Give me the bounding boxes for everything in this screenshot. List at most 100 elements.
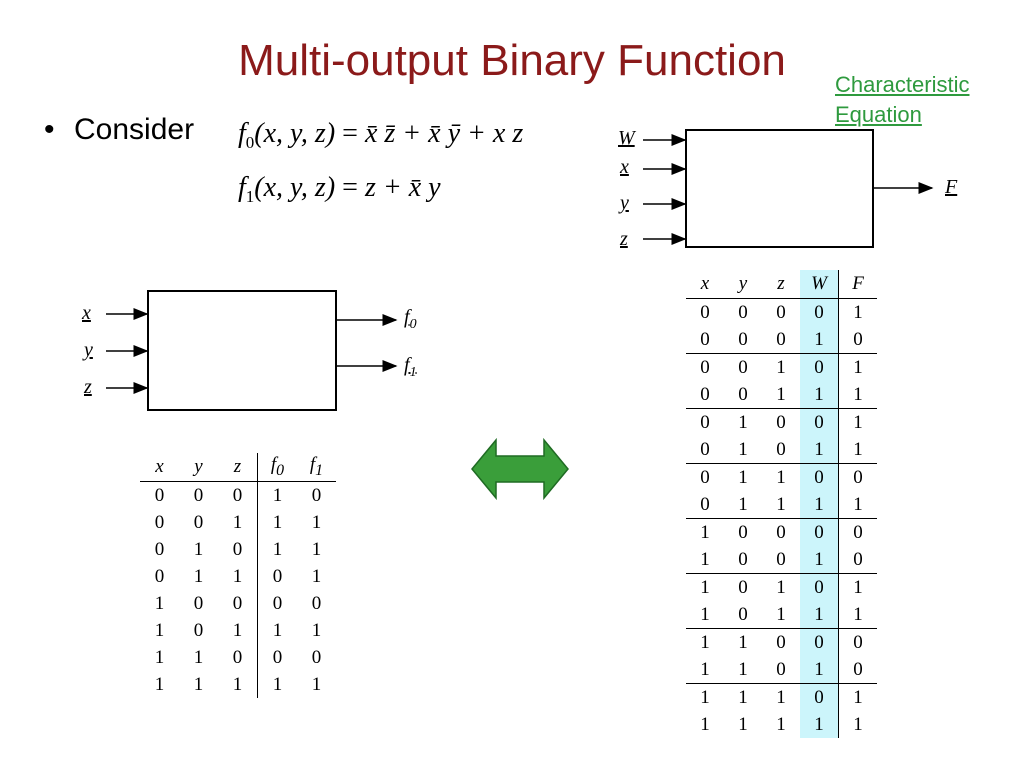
table-cell: 0	[154, 538, 165, 560]
table-cell: 0	[700, 466, 710, 488]
table-cell: 0	[232, 646, 243, 668]
eq-f1-args: (x, y, z)	[254, 172, 336, 203]
table-cell: 0	[776, 301, 786, 323]
right-input-label-x: x	[620, 156, 629, 178]
table-cell: 1	[800, 326, 839, 354]
table-cell: 1	[838, 353, 877, 381]
table-cell: 0	[838, 628, 877, 656]
table-cell: 0	[738, 521, 748, 543]
table-cell: 0	[738, 356, 748, 378]
table-cell: 0	[800, 628, 839, 656]
table-cell: 1	[800, 381, 839, 409]
page-title: Multi-output Binary Function	[238, 36, 786, 85]
table-cell: 0	[700, 301, 710, 323]
right-input-label-z: z	[620, 228, 628, 250]
table-cell: 1	[700, 713, 710, 735]
table-cell: 0	[762, 656, 800, 684]
table-cell: 1	[257, 509, 297, 536]
table-cell: 1	[257, 481, 297, 509]
table-cell: 1	[686, 601, 724, 629]
table-cell: 1	[776, 713, 786, 735]
table-cell: 1	[838, 683, 877, 711]
table-cell: 0	[724, 381, 762, 409]
table-cell: 1	[738, 411, 748, 433]
table-cell: 0	[800, 408, 839, 436]
table-cell: 1	[738, 686, 748, 708]
table-cell: 1	[154, 592, 165, 614]
table-cell: 1	[232, 673, 243, 695]
eq-f1-rhs: z + x̄ y	[364, 172, 441, 203]
table-cell: 1	[838, 711, 877, 738]
table-cell: 1	[776, 356, 786, 378]
col-header-x: x	[686, 270, 724, 299]
table-cell: 1	[724, 656, 762, 684]
table-cell: 0	[800, 573, 839, 601]
table-cell: 1	[800, 656, 839, 684]
table-cell: 1	[154, 646, 165, 668]
table-cell: 1	[686, 546, 724, 574]
col-header-z: z	[762, 270, 800, 299]
table-cell: 0	[257, 563, 297, 590]
table-header-row: x y z f0 f1	[140, 453, 336, 482]
bullet-dot-icon: •	[44, 113, 55, 146]
table-cell: 1	[724, 436, 762, 464]
table-cell: 1	[838, 408, 877, 436]
col-header-z: z	[218, 453, 258, 482]
left-function-block	[147, 290, 337, 411]
table-cell: 0	[193, 511, 204, 533]
characteristic-equation-link[interactable]: Characteristic Equation	[835, 70, 969, 130]
table-cell: 0	[700, 356, 710, 378]
table-cell: 1	[311, 673, 322, 695]
link-line-2[interactable]: Equation	[835, 102, 922, 127]
table-cell: 1	[738, 466, 748, 488]
table-cell: 0	[257, 644, 297, 671]
table-cell: 0	[762, 326, 800, 354]
table-cell: 0	[800, 353, 839, 381]
table-cell: 0	[762, 546, 800, 574]
table-cell: 0	[838, 656, 877, 684]
table-cell: 0	[738, 301, 748, 323]
table-cell: 1	[838, 298, 877, 326]
link-line-1[interactable]: Characteristic	[835, 72, 970, 97]
eq-f0-sub: 0	[245, 133, 255, 152]
table-cell: 1	[738, 631, 748, 653]
table-cell: 0	[257, 590, 297, 617]
table-cell: 0	[232, 484, 243, 506]
table-cell: 1	[700, 631, 710, 653]
table-cell: 0	[800, 463, 839, 491]
table-cell: 1	[257, 536, 297, 563]
table-cell: 0	[762, 436, 800, 464]
table-cell: 1	[800, 436, 839, 464]
table-cell: 0	[686, 326, 724, 354]
col-header-y: y	[179, 453, 218, 482]
table-header-row: x y z W F	[686, 270, 877, 299]
table-cell: 1	[838, 491, 877, 519]
table-cell: 1	[193, 646, 204, 668]
eq-f1-sub: 1	[245, 187, 255, 206]
table-cell: 0	[193, 484, 204, 506]
equation-f0: f0(x, y, z) = x̄ z̄ + x̄ ȳ + x z	[238, 118, 523, 153]
table-cell: 1	[257, 671, 297, 698]
table-cell: 0	[700, 411, 710, 433]
table-cell: 1	[800, 601, 839, 629]
right-input-label-w: W	[618, 127, 635, 149]
table-cell: 1	[800, 546, 839, 574]
table-cell: 0	[776, 521, 786, 543]
table-cell: 1	[193, 673, 204, 695]
table-cell: 0	[686, 381, 724, 409]
